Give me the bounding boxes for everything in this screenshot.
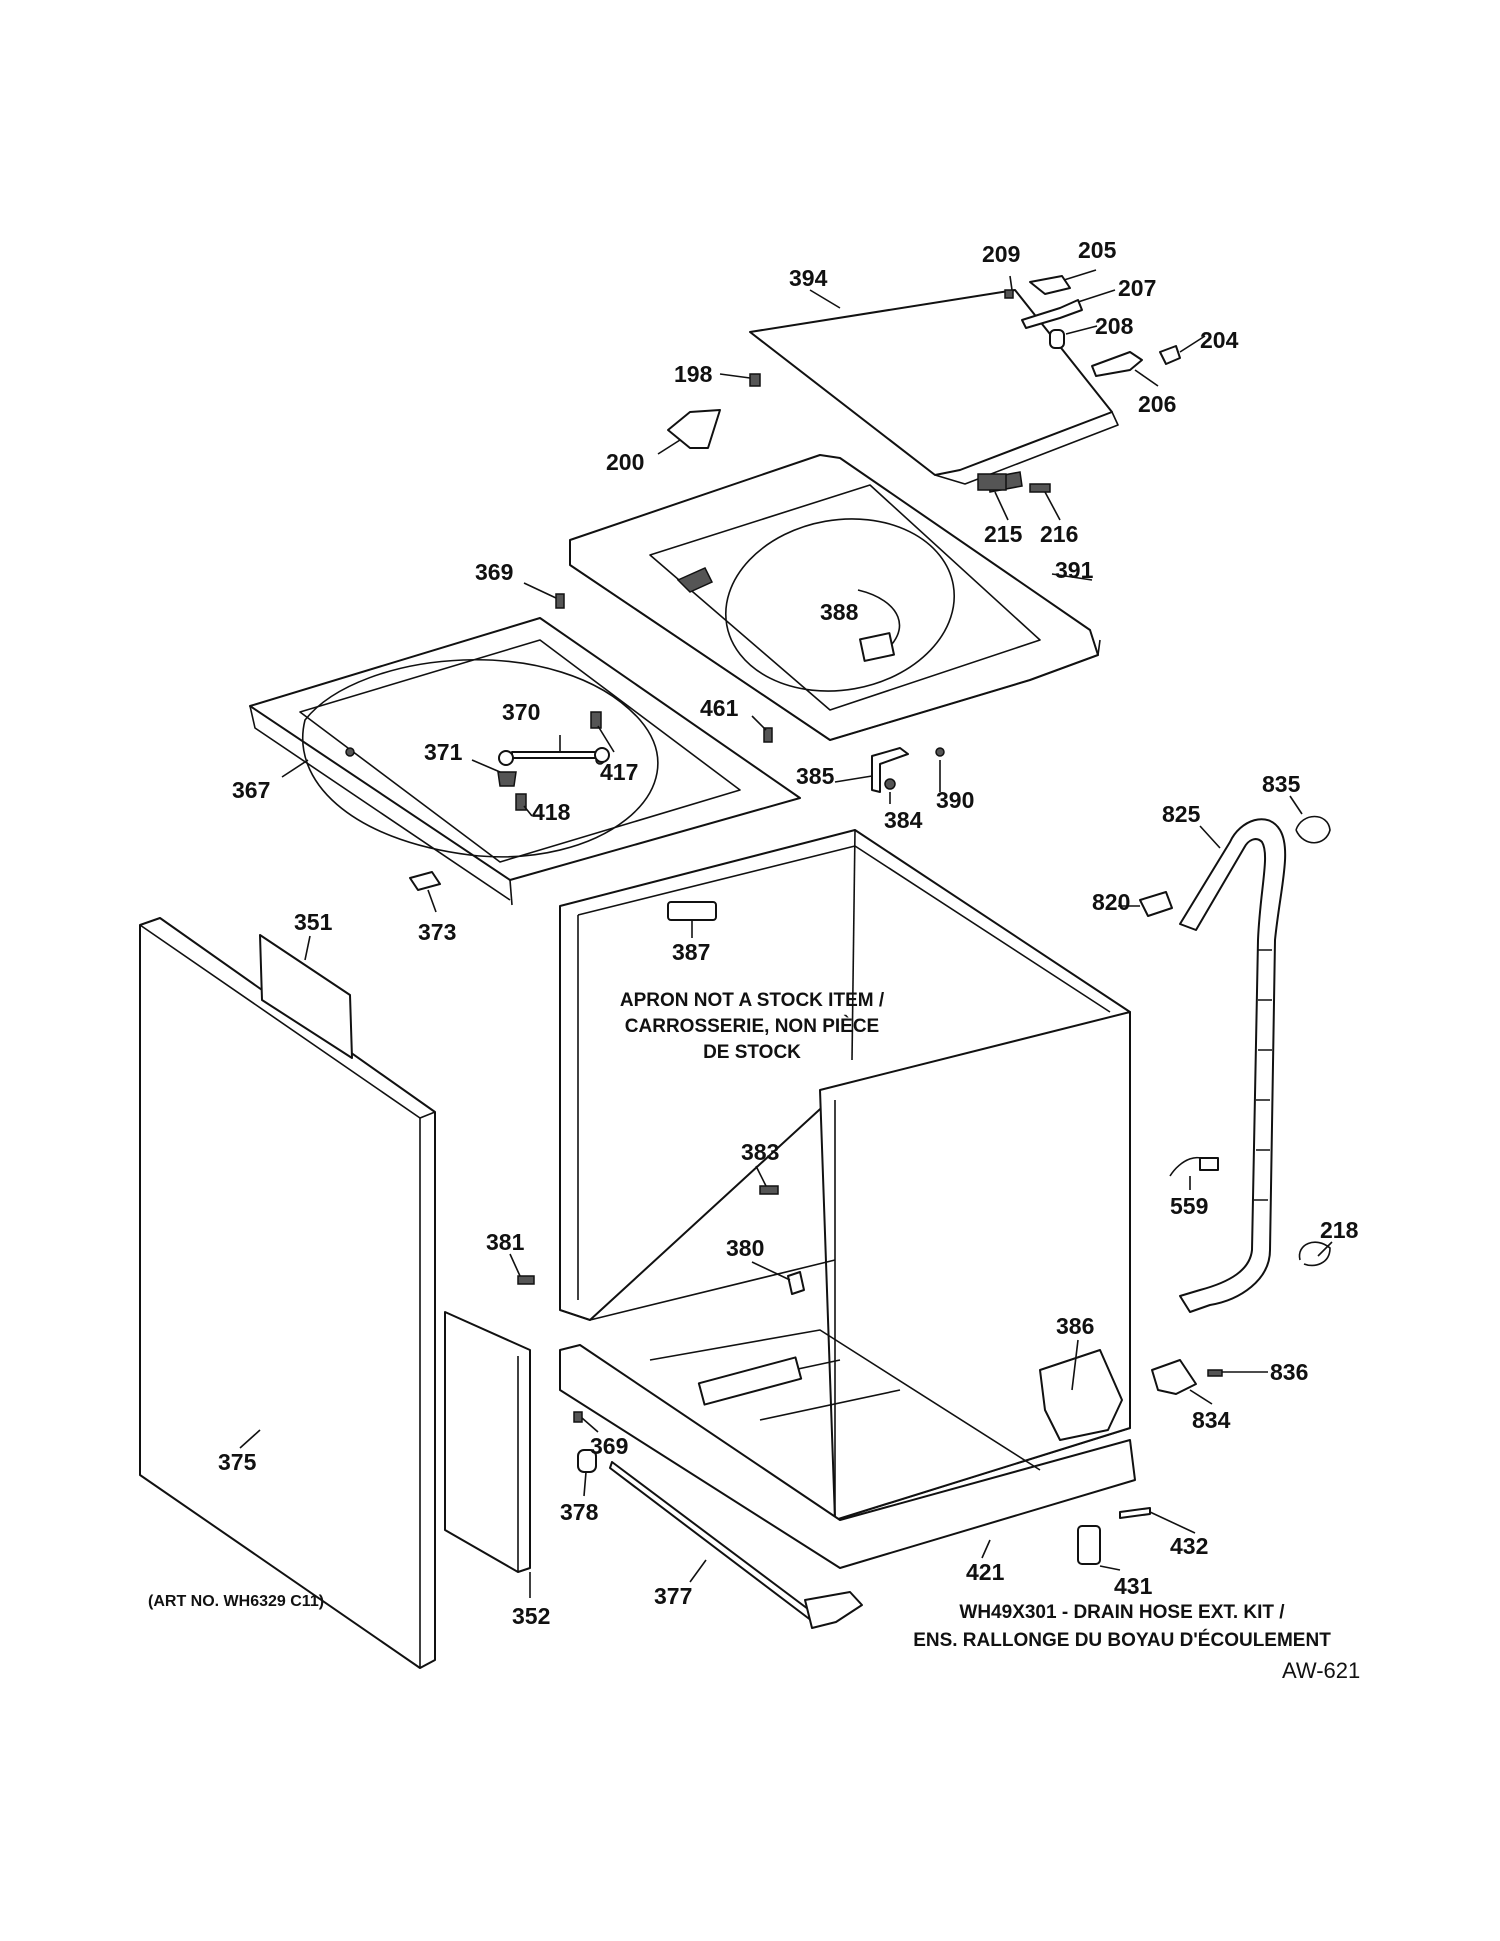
part-label: 388 <box>820 599 859 625</box>
part-label: 391 <box>1055 557 1094 583</box>
brace-hardware <box>497 711 610 811</box>
notes: APRON NOT A STOCK ITEM / CARROSSERIE, NO… <box>148 990 1360 1683</box>
leveling-leg <box>1077 1507 1151 1565</box>
part-label: 378 <box>560 1499 599 1525</box>
cabinet <box>559 829 1136 1569</box>
screw-461 <box>763 727 773 743</box>
part-label: 825 <box>1162 801 1201 827</box>
part-label: 373 <box>418 919 456 945</box>
part-label: 218 <box>1320 1217 1359 1243</box>
part-label: 820 <box>1092 889 1130 915</box>
kit-note-line-1: WH49X301 - DRAIN HOSE EXT. KIT / <box>959 1602 1285 1623</box>
part-label: 380 <box>726 1235 764 1261</box>
lid-hinge-hardware <box>749 275 1181 387</box>
part-label: 834 <box>1192 1407 1231 1433</box>
part-label: 369 <box>475 559 513 585</box>
leader-lines <box>239 269 1333 1598</box>
part-label: 200 <box>606 449 644 475</box>
part-label: 418 <box>532 799 571 825</box>
part-label: 207 <box>1118 275 1156 301</box>
part-labels: 394 209 205 207 208 204 206 198 200 215 … <box>218 237 1359 1629</box>
rod-377 <box>573 1411 863 1629</box>
apron-note-line-2: CARROSSERIE, NON PIÈCE <box>625 1015 879 1037</box>
part-label: 198 <box>674 361 713 387</box>
part-label: 421 <box>966 1559 1005 1585</box>
part-label: 381 <box>486 1229 525 1255</box>
part-label: 390 <box>936 787 974 813</box>
top-frame <box>249 617 801 906</box>
part-label: 432 <box>1170 1533 1208 1559</box>
bracket-385 <box>871 747 945 793</box>
part-label: 384 <box>884 807 923 833</box>
part-label: 209 <box>982 241 1020 267</box>
part-label: 367 <box>232 777 270 803</box>
toe-panel <box>444 1311 531 1573</box>
part-label: 208 <box>1095 313 1134 339</box>
part-label: 375 <box>218 1449 257 1475</box>
apron-note-line-1: APRON NOT A STOCK ITEM / <box>620 990 885 1011</box>
part-label: 369 <box>590 1433 628 1459</box>
apron-note-line-3: DE STOCK <box>703 1042 801 1063</box>
front-panel <box>139 917 436 1669</box>
part-label: 461 <box>700 695 739 721</box>
part-label: 204 <box>1200 327 1239 353</box>
part-label: 559 <box>1170 1193 1208 1219</box>
lid-handle <box>667 409 721 449</box>
part-label: 385 <box>796 763 835 789</box>
screw-369-top <box>555 593 565 609</box>
lid-switch <box>977 473 1051 493</box>
part-label: 377 <box>654 1583 692 1609</box>
kit-note-line-2: ENS. RALLONGE DU BOYAU D'ÉCOULEMENT <box>913 1629 1331 1651</box>
part-label: 205 <box>1078 237 1117 263</box>
part-label: 352 <box>512 1603 550 1629</box>
art-number: (ART NO. WH6329 C11) <box>148 1593 324 1610</box>
part-label: 394 <box>789 265 828 291</box>
part-label: 835 <box>1262 771 1301 797</box>
diagram-code: AW-621 <box>1282 1658 1360 1683</box>
part-label: 351 <box>294 909 333 935</box>
part-label: 387 <box>672 939 710 965</box>
part-label: 836 <box>1270 1359 1308 1385</box>
part-label: 417 <box>600 759 638 785</box>
clip-373 <box>409 871 441 891</box>
part-label: 383 <box>741 1139 779 1165</box>
bracket-386 <box>1039 1349 1123 1441</box>
drain-hose <box>1179 818 1287 1313</box>
top-cover <box>569 454 1101 741</box>
small-fasteners <box>517 1185 805 1295</box>
part-label: 216 <box>1040 521 1078 547</box>
part-label: 371 <box>424 739 463 765</box>
part-label: 386 <box>1056 1313 1094 1339</box>
part-label: 431 <box>1114 1573 1153 1599</box>
part-label: 215 <box>984 521 1023 547</box>
hose-clamps <box>1139 815 1331 1395</box>
insulation-351 <box>259 934 353 1059</box>
part-label: 206 <box>1138 391 1176 417</box>
part-label: 370 <box>502 699 540 725</box>
